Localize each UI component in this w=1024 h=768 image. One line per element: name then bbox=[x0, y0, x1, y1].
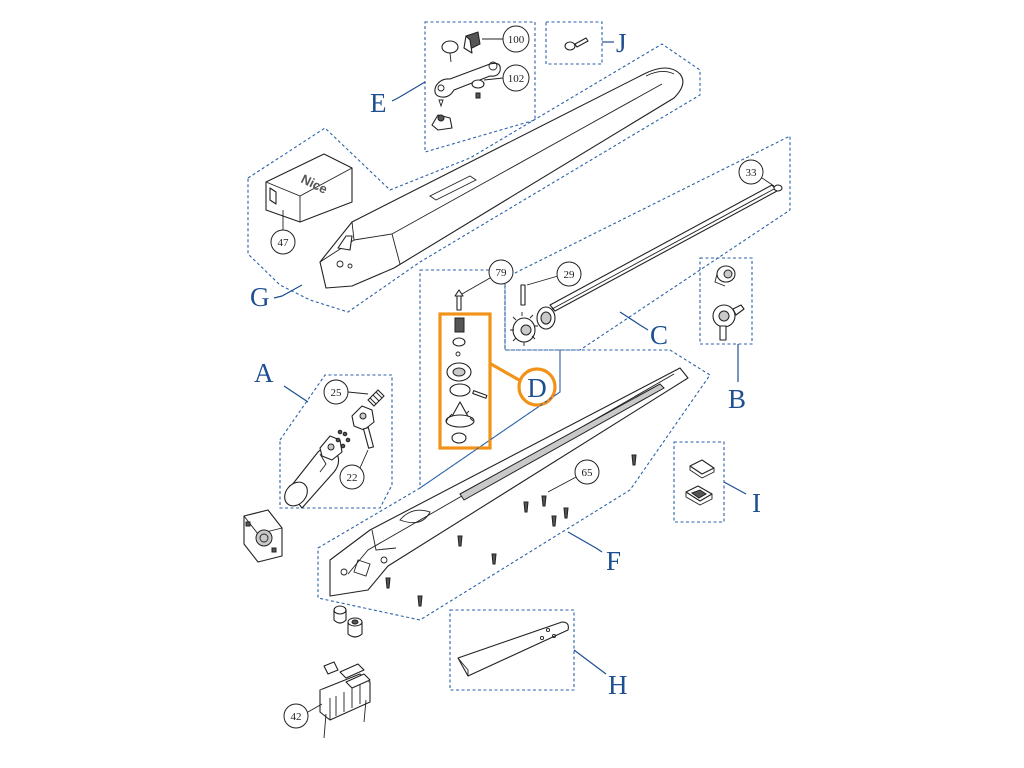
group-label-g: G bbox=[250, 282, 270, 312]
group-i[interactable]: I bbox=[673, 441, 761, 523]
part-100-cap[interactable] bbox=[441, 31, 481, 63]
part-number-29: 29 bbox=[564, 269, 576, 281]
part-33-lead-screw[interactable] bbox=[549, 184, 783, 312]
part-number-25: 25 bbox=[331, 387, 343, 399]
group-label-h: H bbox=[608, 670, 628, 700]
group-label-b: B bbox=[728, 384, 746, 414]
part-bracket-small[interactable] bbox=[431, 114, 453, 131]
part-65-screws[interactable] bbox=[385, 454, 637, 607]
part-i-pad-top[interactable] bbox=[689, 459, 715, 479]
part-base-housing[interactable] bbox=[329, 367, 689, 597]
group-label-c: C bbox=[650, 320, 668, 350]
part-d-pin[interactable] bbox=[472, 390, 488, 399]
part-22-pin[interactable] bbox=[362, 427, 375, 449]
part-a-balls[interactable] bbox=[335, 429, 351, 449]
part-number-102: 102 bbox=[508, 73, 525, 85]
part-29-pin[interactable] bbox=[520, 284, 526, 306]
part-47-cap-block[interactable]: Nice bbox=[265, 153, 353, 223]
part-number-100: 100 bbox=[508, 34, 525, 46]
group-d[interactable]: 79 D bbox=[419, 259, 561, 490]
highlight-frame-d bbox=[438, 312, 492, 450]
part-number-47: 47 bbox=[278, 237, 290, 249]
group-j[interactable]: J bbox=[545, 21, 627, 65]
group-label-f: F bbox=[606, 546, 621, 576]
part-d-bearing[interactable] bbox=[446, 362, 472, 382]
part-gear-c[interactable] bbox=[510, 312, 538, 346]
part-d-ball[interactable] bbox=[455, 351, 461, 357]
part-a-motor[interactable] bbox=[280, 446, 340, 510]
part-main-cover[interactable] bbox=[319, 67, 684, 289]
group-label-a: A bbox=[254, 358, 274, 388]
group-label-d: D bbox=[527, 373, 547, 403]
group-b[interactable]: B bbox=[699, 257, 753, 414]
part-a-gear-plate[interactable] bbox=[351, 405, 375, 431]
part-a-flange[interactable] bbox=[319, 435, 343, 461]
part-number-22: 22 bbox=[347, 472, 358, 484]
group-h[interactable]: H bbox=[449, 609, 628, 700]
part-i-pad-bottom[interactable] bbox=[685, 485, 713, 506]
part-number-42: 42 bbox=[291, 711, 302, 723]
part-79-shaft[interactable] bbox=[454, 289, 464, 311]
part-number-33: 33 bbox=[746, 167, 758, 179]
part-d-planet-gear[interactable] bbox=[445, 401, 475, 428]
group-label-j: J bbox=[616, 28, 627, 58]
part-key-j[interactable] bbox=[564, 37, 589, 51]
part-102-knob[interactable] bbox=[471, 79, 485, 99]
part-bushings[interactable] bbox=[333, 605, 363, 638]
part-h-plate[interactable] bbox=[457, 621, 569, 677]
group-f[interactable]: 65 F bbox=[317, 349, 711, 621]
part-mounting-bracket[interactable] bbox=[243, 509, 283, 563]
part-number-79: 79 bbox=[496, 267, 508, 279]
part-small-screw[interactable] bbox=[438, 99, 444, 108]
part-release-lever[interactable] bbox=[434, 61, 501, 98]
group-a[interactable]: 25 22 A bbox=[254, 358, 393, 510]
group-label-i: I bbox=[752, 488, 761, 518]
group-g[interactable]: Nice 47 G bbox=[247, 43, 701, 313]
group-label-e: E bbox=[370, 88, 387, 118]
part-d-washer-top[interactable] bbox=[452, 337, 466, 347]
part-d-bush[interactable] bbox=[451, 432, 467, 444]
part-number-65: 65 bbox=[582, 467, 594, 479]
part-bearing-c[interactable] bbox=[536, 306, 556, 330]
part-d-spring[interactable] bbox=[454, 317, 465, 333]
part-b-knob[interactable] bbox=[714, 265, 736, 287]
group-e[interactable]: 100 102 E bbox=[370, 21, 536, 153]
group-c[interactable]: 29 33 C bbox=[504, 135, 791, 351]
part-25-worm-gear[interactable] bbox=[367, 389, 385, 407]
part-42-terminal-block[interactable] bbox=[319, 661, 371, 739]
part-b-release-key[interactable] bbox=[712, 304, 745, 341]
part-d-washer[interactable] bbox=[449, 383, 471, 397]
